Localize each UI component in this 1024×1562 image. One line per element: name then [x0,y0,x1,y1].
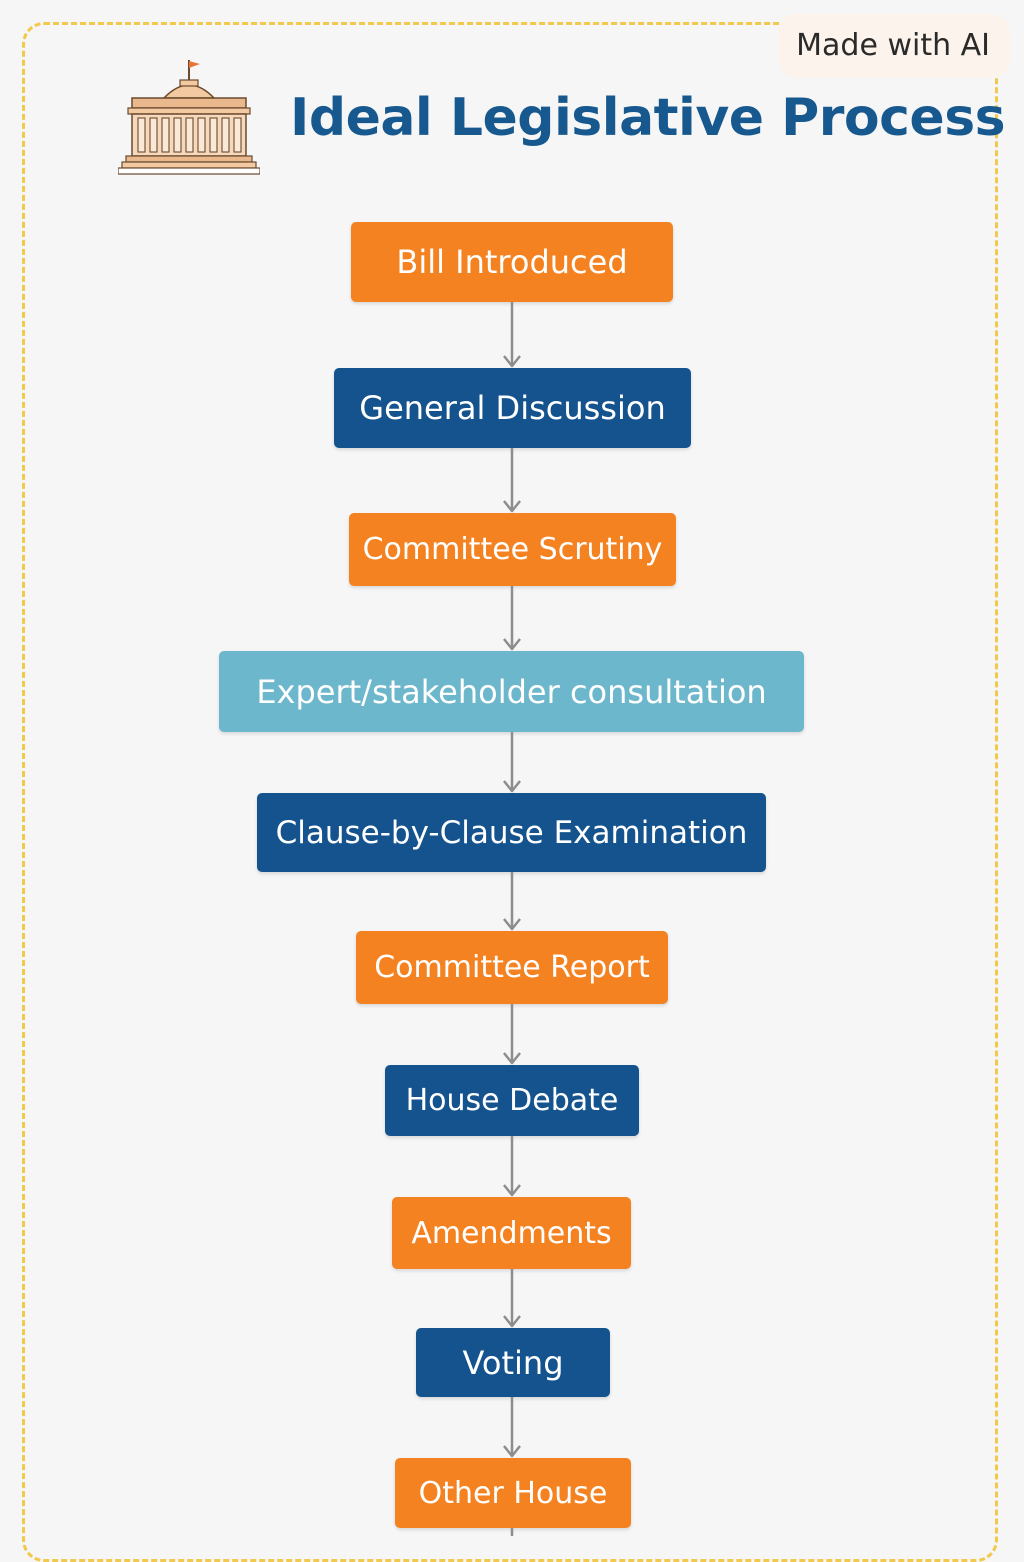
flow-arrow-icon [503,1397,521,1458]
flow-arrow-icon [503,1269,521,1328]
flow-arrow-icon [503,1136,521,1197]
flow-arrow-icon [510,1528,514,1536]
step-amendments: Amendments [392,1197,631,1269]
page-title: Ideal Legislative Process [290,88,1006,148]
step-house-debate: House Debate [385,1065,639,1136]
flow-arrow-icon [503,1004,521,1065]
step-general-discussion: General Discussion [334,368,691,448]
step-other-house: Other House [395,1458,631,1528]
step-committee-scrutiny: Committee Scrutiny [349,513,676,586]
flow-arrow-icon [503,586,521,651]
step-voting: Voting [416,1328,610,1397]
step-expert-stakeholder-consultation: Expert/stakeholder consultation [219,651,804,732]
step-clause-by-clause-examination: Clause-by-Clause Examination [257,793,766,872]
parliament-building-icon [118,60,260,175]
step-bill-introduced: Bill Introduced [351,222,673,302]
step-committee-report: Committee Report [356,931,668,1004]
flow-arrow-icon [503,872,521,931]
page-header: Ideal Legislative Process [118,58,1006,178]
flow-arrow-icon [503,732,521,793]
flow-arrow-icon [503,448,521,513]
flow-arrow-icon [503,302,521,368]
made-with-ai-badge: Made with AI [778,14,1010,78]
